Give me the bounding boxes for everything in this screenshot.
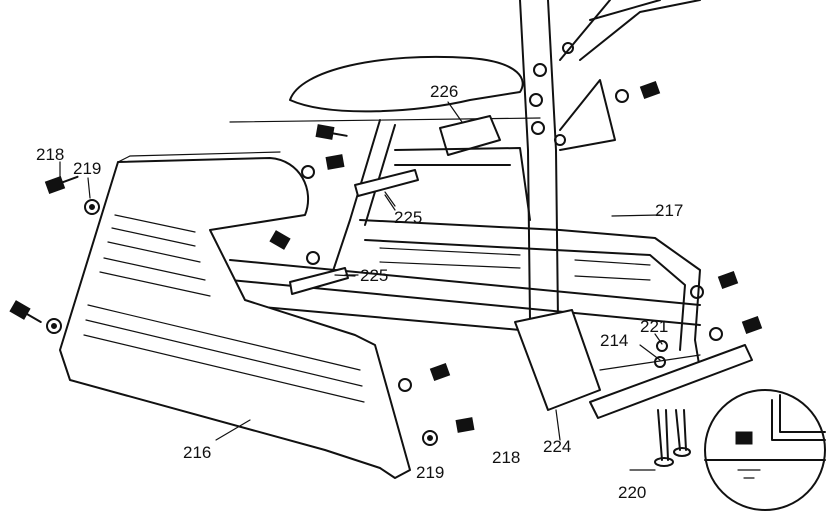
callout-225-upper: 225: [394, 208, 422, 227]
callout-219-left: 219: [73, 159, 101, 178]
bracket-226: [439, 101, 501, 156]
callout-225-lower: 225: [360, 266, 388, 285]
seat: [229, 55, 541, 123]
leader-lines: [59, 161, 663, 471]
bracket-225-upper: [354, 169, 419, 211]
callout-217: 217: [655, 201, 683, 220]
callout-221: 221: [640, 317, 668, 336]
callout-214: 214: [600, 331, 628, 350]
rear-frame: [229, 119, 701, 331]
side-panel-216: [59, 151, 411, 479]
mounting-plate-224: [514, 309, 601, 441]
cross-member: [589, 344, 753, 419]
bolts-218: [9, 80, 763, 433]
callout-224: 224: [543, 437, 571, 456]
bolts-220: [654, 409, 691, 467]
callout-219-bottom: 219: [416, 463, 444, 482]
callout-226: 226: [430, 82, 458, 101]
nuts-219: [46, 89, 723, 446]
callouts: 226 218 219 225 225 217 221 214 216 224 …: [36, 82, 683, 502]
callout-220: 220: [618, 483, 646, 502]
detail-inset: [704, 389, 826, 511]
callout-218-left: 218: [36, 145, 64, 164]
callout-216: 216: [183, 443, 211, 462]
callout-218-bottom: 218: [492, 448, 520, 467]
bracket-225-lower: [289, 267, 359, 295]
frame-post: [519, 0, 701, 321]
side-panel-217: [359, 214, 701, 371]
